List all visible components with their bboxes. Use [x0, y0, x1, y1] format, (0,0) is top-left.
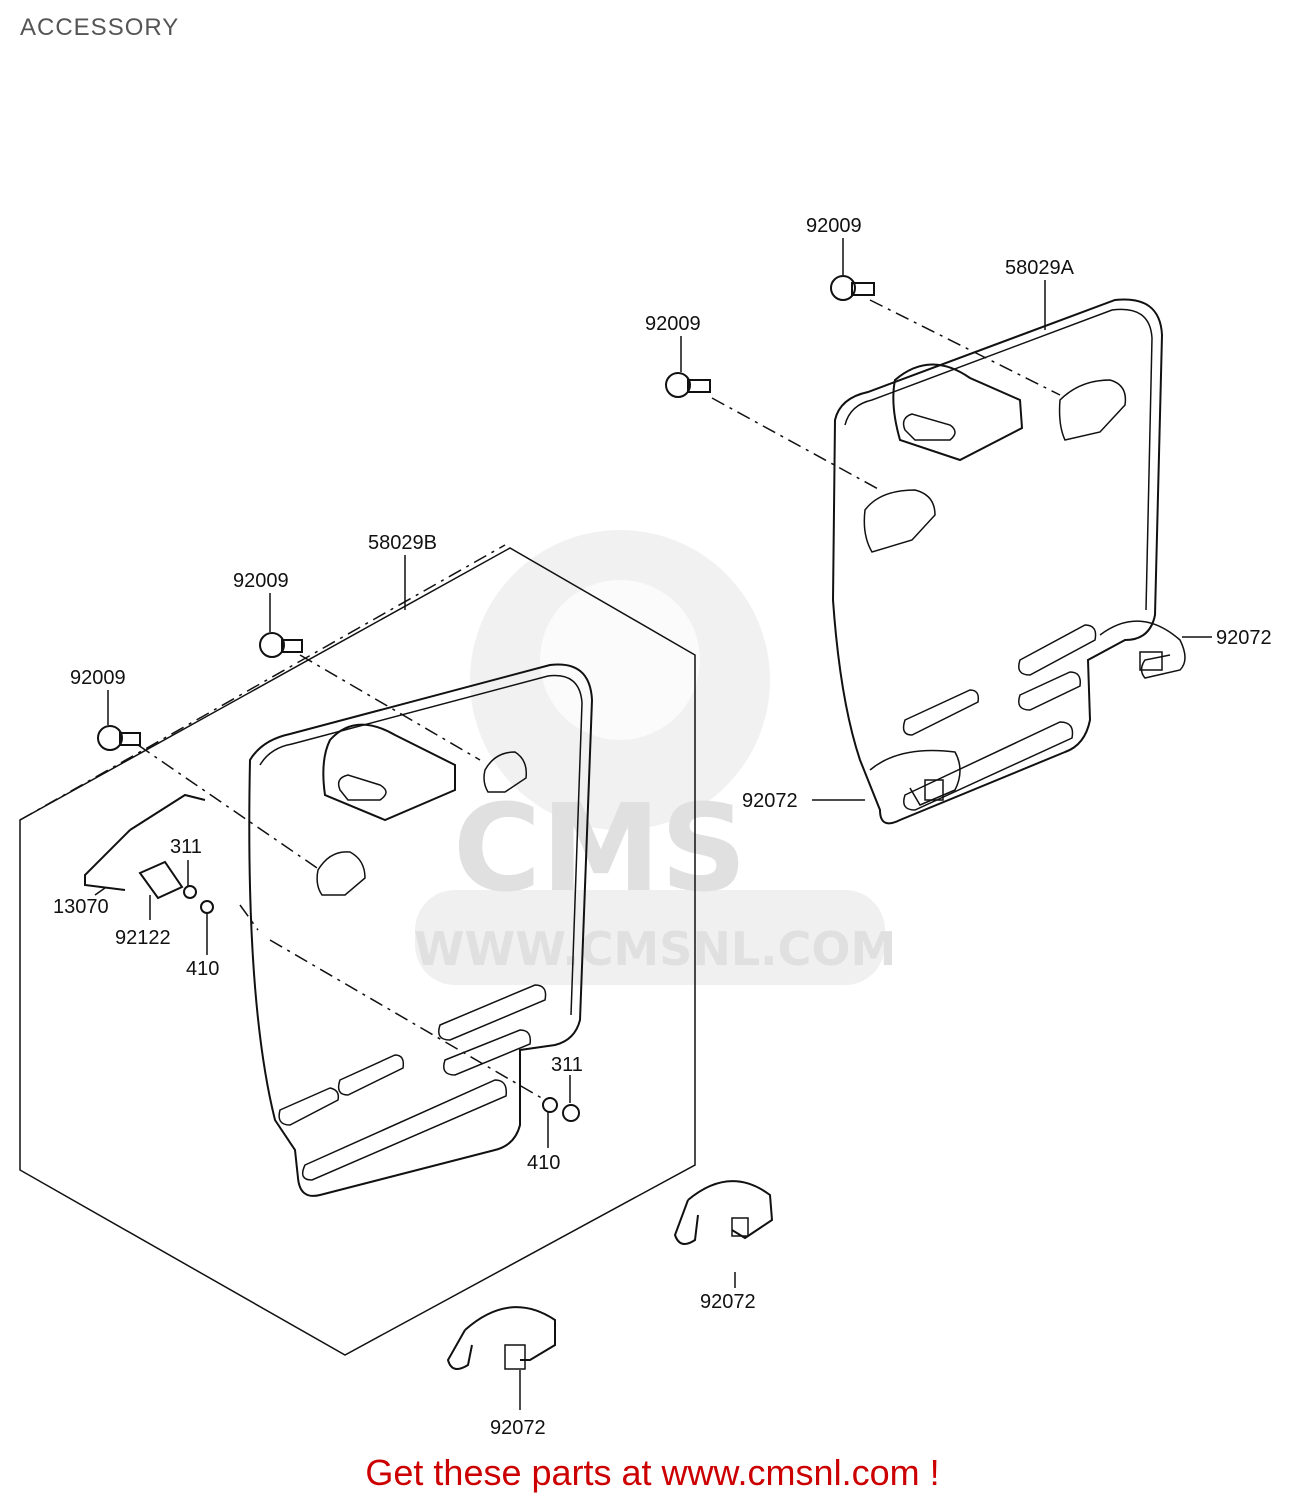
nut-311-bottom [562, 1104, 580, 1122]
clamp-92072-bottom [446, 1306, 556, 1370]
cms-watermark: CMS WWW.CMSNL.COM [414, 530, 897, 985]
spacer-92122 [138, 860, 184, 900]
kit-box-outline [19, 544, 696, 1356]
washer-410-bottom [542, 1097, 558, 1113]
rod-13070 [84, 793, 206, 891]
label-311-left: 311 [170, 836, 202, 858]
bolt-92009-right-mid [665, 372, 711, 398]
clamp-92072-mid [673, 1180, 774, 1245]
footer-link-text[interactable]: Get these parts at www.cmsnl.com ! [365, 1452, 940, 1493]
bolt-92009-left-b [97, 725, 141, 751]
panel-58029B [248, 663, 594, 1197]
label-92072-right-lower: 92072 [742, 790, 798, 812]
label-410-bottom: 410 [527, 1152, 560, 1174]
label-92072-clamp-mid: 92072 [700, 1291, 756, 1313]
label-92072-clamp-bottom: 92072 [490, 1417, 546, 1439]
washer-410-left [200, 900, 214, 914]
panel-58029A [831, 298, 1186, 825]
bolt-92009-top [830, 275, 875, 301]
label-13070: 13070 [53, 896, 109, 918]
label-92009-left-b: 92009 [70, 667, 126, 689]
label-410-left: 410 [186, 958, 219, 980]
label-92122: 92122 [115, 927, 171, 949]
bolt-92009-left-a [259, 632, 303, 658]
label-92072-right: 92072 [1216, 627, 1272, 649]
watermark-brand: CMS [453, 780, 747, 919]
label-92009-left-a: 92009 [233, 570, 289, 592]
label-58029B: 58029B [368, 532, 437, 554]
label-58029A: 58029A [1005, 257, 1075, 279]
watermark-url: WWW.CMSNL.COM [414, 922, 897, 976]
label-92009-top: 92009 [806, 215, 862, 237]
page-title: ACCESSORY [20, 14, 180, 41]
nut-311-left [183, 885, 197, 899]
leader-lines [94, 238, 1212, 1410]
label-311-bottom: 311 [551, 1054, 583, 1076]
label-92009-right-mid: 92009 [645, 313, 701, 335]
